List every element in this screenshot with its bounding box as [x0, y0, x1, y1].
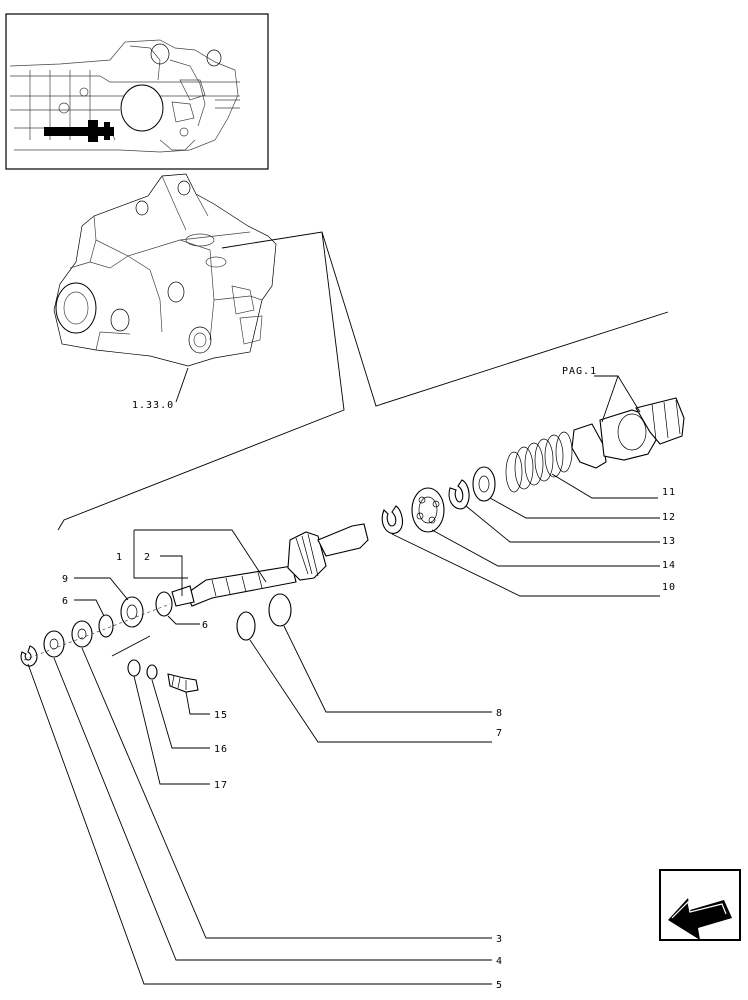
label-6-right: 6: [202, 620, 209, 631]
o-ring-7: [236, 611, 256, 641]
label-2: 2: [144, 552, 151, 563]
label-7: 7: [496, 728, 503, 739]
label-16: 16: [214, 744, 228, 755]
label-5: 5: [496, 980, 503, 991]
next-page-arrow-icon[interactable]: [659, 869, 741, 941]
lift-housing: [53, 173, 277, 367]
label-1: 1: [116, 552, 123, 563]
label-4: 4: [496, 956, 503, 967]
o-ring-8: [268, 593, 292, 627]
label-6-left: 6: [62, 596, 69, 607]
label-10: 10: [662, 582, 676, 593]
label-ref-1-33-0: 1.33.0: [132, 400, 174, 411]
location-thumbnail: [5, 13, 269, 170]
label-14: 14: [662, 560, 676, 571]
right-parts: [381, 397, 685, 534]
label-8: 8: [496, 708, 503, 719]
callout-labels: PAG.1 1 2 9 6 6 11 12 13 14 10 8 7 15 16…: [62, 366, 676, 991]
label-9: 9: [62, 574, 69, 585]
label-pag-1: PAG.1: [562, 366, 597, 377]
label-12: 12: [662, 512, 676, 523]
leader-lines: [27, 375, 660, 985]
shaft: [171, 523, 369, 607]
left-parts: [20, 591, 199, 693]
label-17: 17: [214, 780, 228, 791]
label-11: 11: [662, 487, 676, 498]
label-13: 13: [662, 536, 676, 547]
label-3: 3: [496, 934, 503, 945]
label-15: 15: [214, 710, 228, 721]
